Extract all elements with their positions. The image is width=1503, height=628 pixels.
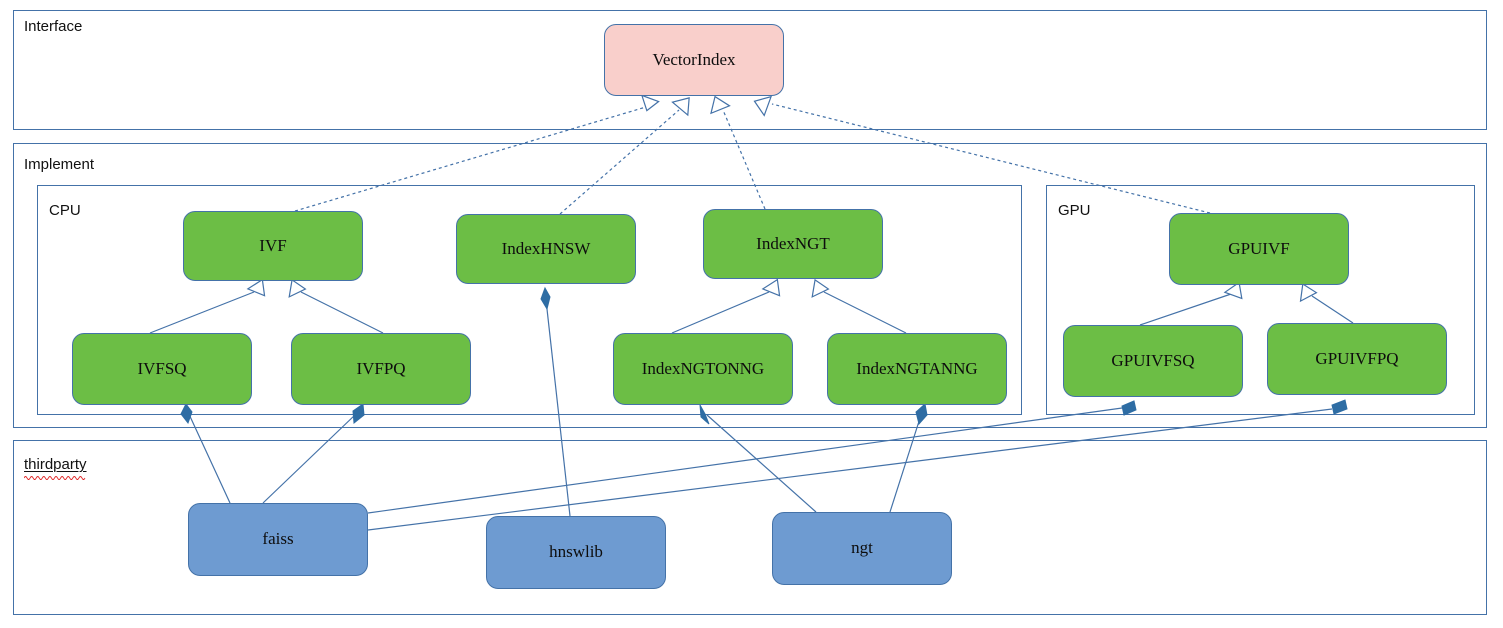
node-faiss[interactable]: faiss (188, 503, 368, 576)
spellcheck-squiggle-icon (24, 475, 86, 480)
node-gpuivf[interactable]: GPUIVF (1169, 213, 1349, 285)
container-label-thirdparty: thirdparty (24, 456, 87, 473)
node-ngt[interactable]: ngt (772, 512, 952, 585)
container-label-cpu: CPU (49, 202, 81, 219)
container-label-interface: Interface (24, 18, 83, 35)
node-ivf[interactable]: IVF (183, 211, 363, 281)
node-ivfsq[interactable]: IVFSQ (72, 333, 252, 405)
node-vectorindex[interactable]: VectorIndex (604, 24, 784, 96)
container-label-gpu: GPU (1058, 202, 1091, 219)
container-label-thirdparty-wrap: thirdparty (24, 456, 87, 480)
node-ivfpq[interactable]: IVFPQ (291, 333, 471, 405)
node-gpuivfsq[interactable]: GPUIVFSQ (1063, 325, 1243, 397)
node-indexngt[interactable]: IndexNGT (703, 209, 883, 279)
node-indexhnsw[interactable]: IndexHNSW (456, 214, 636, 284)
node-indexngtanng[interactable]: IndexNGTANNG (827, 333, 1007, 405)
node-indexngtonng[interactable]: IndexNGTONNG (613, 333, 793, 405)
node-gpuivfpq[interactable]: GPUIVFPQ (1267, 323, 1447, 395)
container-label-implement: Implement (24, 156, 95, 173)
node-hnswlib[interactable]: hnswlib (486, 516, 666, 589)
